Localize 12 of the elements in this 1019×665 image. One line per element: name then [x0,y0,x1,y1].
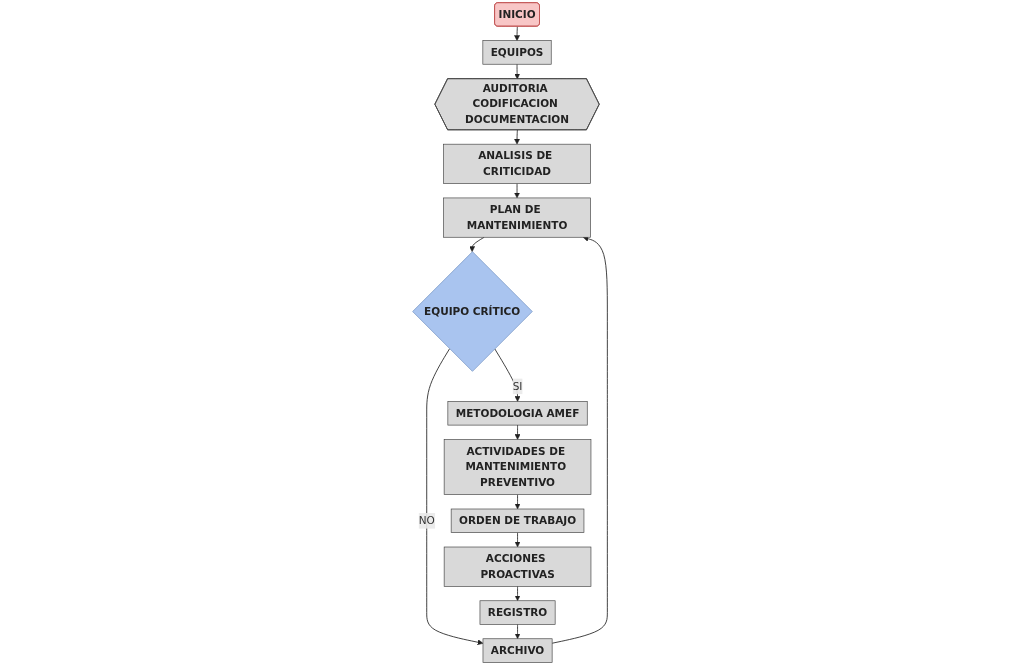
node-box: PLAN DE MANTENIMIENTO [442,197,591,238]
node-box: EQUIPOS [482,40,552,65]
node-box: ANALISIS DE CRITICIDAD [442,143,591,184]
node-box: METODOLOGIA AMEF [447,401,588,426]
node-box: ACCIONES PROACTIVAS [443,546,591,587]
edge-label: SI [512,379,522,393]
node-box: ARCHIVO [482,638,552,663]
node-box: ORDEN DE TRABAJO [450,508,584,533]
node-box: ACTIVIDADES DE MANTENIMIENTO PREVENTIVO [443,439,591,495]
node-box: REGISTRO [479,600,555,625]
edge-label: NO [418,514,435,527]
node-diamond: EQUIPO CRÍTICO [411,251,533,372]
